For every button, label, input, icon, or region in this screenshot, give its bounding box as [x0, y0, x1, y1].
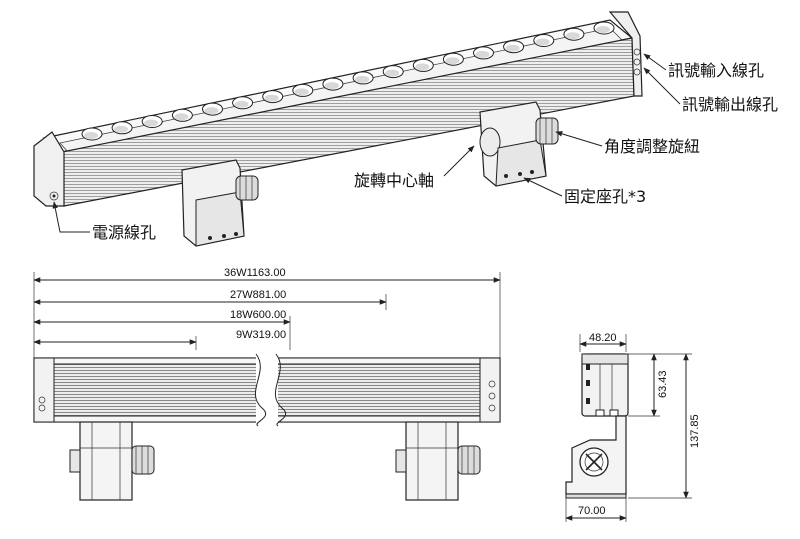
led-lens-shade: [144, 119, 159, 127]
led-lens-shade: [505, 44, 520, 52]
led-lens-shade: [114, 125, 129, 133]
led-lens-shade: [294, 88, 309, 96]
dim-height-body: 63.43: [657, 370, 669, 398]
isometric-view: 訊號輸入線孔 訊號輸出線孔 角度調整旋紐 旋轉中心軸 固定座孔*3 電源線孔: [33, 11, 778, 247]
led-lens-shade: [475, 50, 490, 58]
led-lens-shade: [355, 75, 370, 83]
led-lenses: [81, 21, 615, 141]
led-lens-shade: [234, 100, 249, 108]
bar-left-endcap: [33, 131, 65, 207]
left-bracket: [181, 159, 259, 247]
led-lens-shade: [385, 69, 400, 77]
led-lens-shade: [535, 38, 550, 46]
dim-height-total: 137.85: [689, 414, 701, 448]
led-lens-shade: [445, 57, 460, 65]
right-bracket: [479, 101, 559, 187]
dim-width-top: 48.20: [589, 332, 617, 344]
label-fixing-holes: 固定座孔*3: [564, 187, 646, 206]
label-pivot-axis: 旋轉中心軸: [354, 171, 434, 190]
led-lens-shade: [324, 82, 339, 90]
dim-9w: 9W319.00: [236, 329, 286, 341]
label-power-hole: 電源線孔: [92, 223, 156, 242]
bar-right-endcap: [608, 11, 643, 97]
dim-width-base: 70.00: [578, 505, 606, 517]
led-lens-shade: [565, 32, 580, 40]
label-angle-knob: 角度調整旋紐: [604, 137, 700, 156]
dim-18w: 18W600.00: [230, 309, 286, 321]
side-view: 48.20 63.43 137.85 70.00: [565, 332, 701, 522]
led-lens-shade: [596, 26, 610, 33]
dim-27w: 27W881.00: [230, 289, 286, 301]
led-lens-shade: [174, 113, 189, 121]
led-lens-shade: [84, 132, 98, 139]
label-signal-out: 訊號輸出線孔: [682, 95, 778, 114]
front-right-bracket: [395, 421, 481, 501]
label-signal-in: 訊號輸入線孔: [668, 61, 764, 80]
led-lens-shade: [204, 107, 219, 115]
led-lens-shade: [415, 63, 430, 71]
front-left-bracket: [69, 421, 155, 501]
dim-36w: 36W1163.00: [224, 267, 286, 279]
led-lens-shade: [264, 94, 279, 102]
front-elevation: 36W1163.00 27W881.00 18W600.00 9W319.00: [33, 267, 501, 501]
